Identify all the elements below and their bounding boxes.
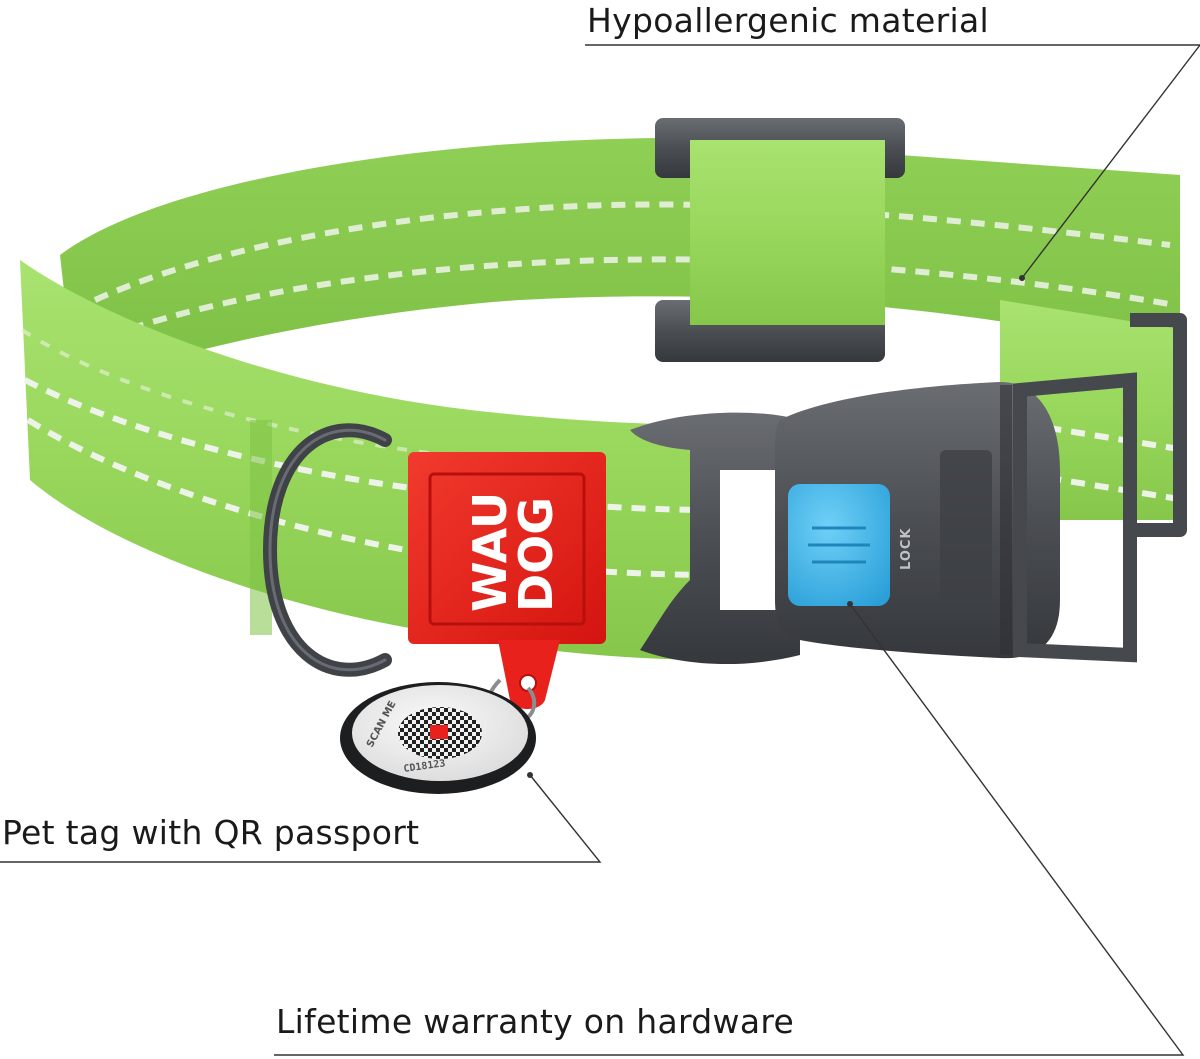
callout-dot-tag — [527, 772, 533, 778]
collar-front-strap — [20, 260, 721, 660]
collar-back-strap — [60, 138, 1180, 390]
brand-logo-dog: DOG — [509, 497, 563, 612]
callout-dot-warranty — [847, 601, 853, 607]
buckle-release-button — [788, 484, 890, 606]
callout-line-material — [585, 44, 1200, 279]
strap-slider-top — [655, 118, 905, 362]
buckle-male — [630, 412, 800, 665]
brand-logo-wau: WAU — [463, 492, 517, 612]
callout-line-tag — [0, 774, 602, 863]
callout-label-material: Hypoallergenic material — [587, 1, 989, 40]
callout-lines — [0, 44, 1200, 1056]
callout-label-warranty: Lifetime warranty on hardware — [276, 1002, 795, 1041]
d-ring — [262, 423, 392, 677]
lock-text: LOCK — [899, 528, 914, 571]
qr-pet-tag: SCAN ME CD18123 — [340, 678, 537, 794]
callout-dot-material — [1019, 275, 1025, 281]
callout-label-pet-tag: Pet tag with QR passport — [2, 813, 420, 852]
brand-tag: WAU DOG — [408, 452, 606, 709]
callout-line-warranty — [274, 603, 1185, 1056]
